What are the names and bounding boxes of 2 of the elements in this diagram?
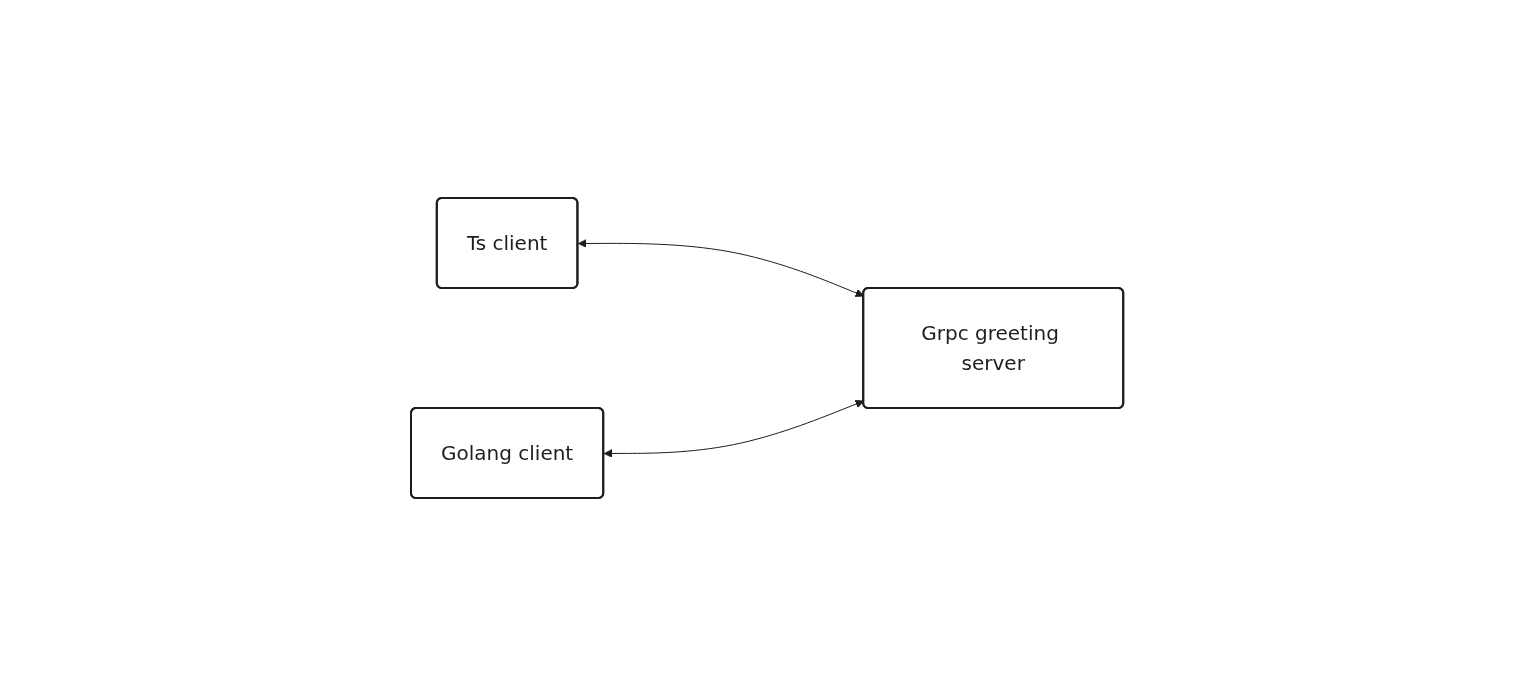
arrow: [577, 238, 864, 297]
arrow: [603, 399, 864, 458]
